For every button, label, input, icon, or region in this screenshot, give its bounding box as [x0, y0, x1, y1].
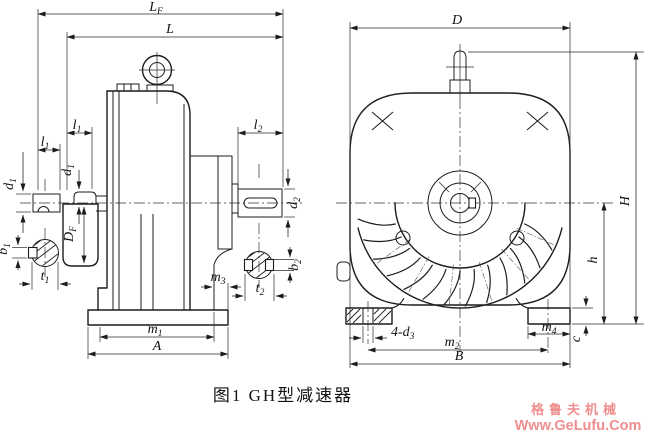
- dim-label-b1: b1: [0, 243, 13, 255]
- dim-label-c: c: [569, 335, 584, 342]
- lifting-eye: [139, 52, 175, 104]
- dim-label-m2: m2: [445, 335, 460, 352]
- output-shaft-end: [427, 170, 493, 236]
- dim-label-d1-shaft: d1: [2, 178, 19, 190]
- dim-label-l1-hub: l1: [73, 118, 82, 135]
- dim-label-d1-hub: d1: [60, 164, 77, 176]
- dim-label-b2: b2: [287, 259, 304, 271]
- watermark-url: Www.GeLufu.Com: [515, 418, 642, 434]
- housing-body-left: [87, 90, 229, 326]
- dim-label-m3: m3: [211, 270, 226, 287]
- watermark: 格鲁夫机械 Www.GeLufu.Com: [515, 402, 642, 434]
- dim-label-D: D: [451, 13, 462, 28]
- dim-label-t1: t1: [41, 269, 50, 286]
- dim-label-m4: m4: [542, 320, 557, 337]
- dim-label-t2: t2: [256, 281, 265, 298]
- dim-label-LF: LF: [148, 0, 163, 17]
- front-view: D H h c m4 4-d3 m2 B: [336, 13, 644, 368]
- dimensions-left-view: [12, 9, 295, 359]
- input-shaft-assembly: [32, 191, 107, 267]
- cooling-fins: [357, 202, 563, 311]
- breather-plug: [446, 44, 474, 98]
- dim-label-L: L: [165, 22, 174, 37]
- mounting-feet: [345, 297, 571, 325]
- side-plug: [336, 261, 351, 282]
- dimensions-right-view: [349, 22, 644, 368]
- base-plate: [87, 309, 229, 326]
- dim-label-A: A: [152, 339, 162, 354]
- side-view: LF L l1 l1 l2 d1 d1 DF b1 t1 d2 b2 t2 m3…: [0, 0, 304, 359]
- top-rib-cap: [116, 83, 140, 92]
- input-bearing-flange: [62, 203, 99, 267]
- figure-caption: 图1 GH型减速器: [213, 386, 353, 405]
- dim-label-d2: d2: [286, 197, 303, 209]
- dim-label-l2: l2: [254, 118, 263, 135]
- dim-label-B: B: [455, 349, 464, 364]
- surface-finish-marks: [371, 111, 549, 131]
- dim-label-m1: m1: [148, 322, 163, 339]
- dim-label-h: h: [586, 257, 601, 264]
- dim-label-H: H: [618, 195, 633, 207]
- dim-label-4-d3: 4-d3: [391, 325, 415, 342]
- dim-label-l1-shaft: l1: [41, 135, 50, 152]
- watermark-brand: 格鲁夫机械: [531, 402, 621, 417]
- output-keyway: [243, 197, 278, 209]
- output-shaft-assembly: [190, 155, 283, 310]
- output-bearing-flange: [217, 155, 233, 250]
- dim-label-DF: DF: [62, 226, 79, 243]
